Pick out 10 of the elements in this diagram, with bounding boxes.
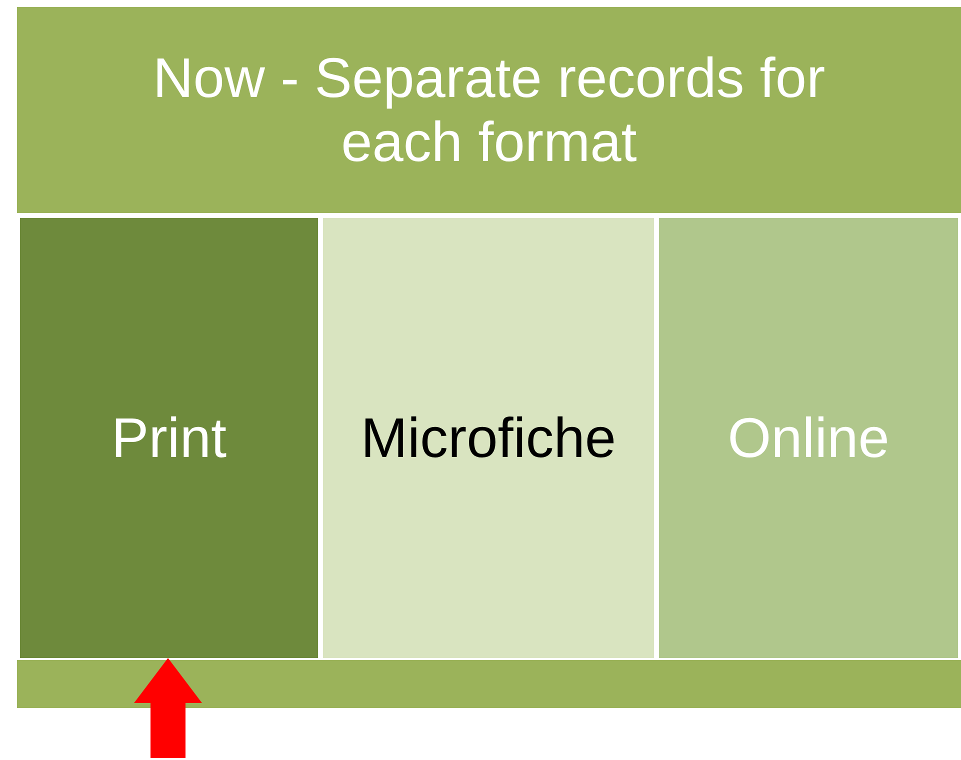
- arrow: [134, 658, 202, 758]
- base-bar: [17, 660, 961, 708]
- column-panel: [323, 218, 654, 658]
- column-label: Print: [111, 406, 227, 470]
- column-label: Microfiche: [360, 406, 616, 470]
- heading-text: Now - Separate records for each format: [152, 46, 826, 174]
- column-panel: [20, 218, 318, 658]
- header-band: [17, 7, 961, 213]
- column-panel: [659, 218, 958, 658]
- column-label: Online: [728, 406, 890, 470]
